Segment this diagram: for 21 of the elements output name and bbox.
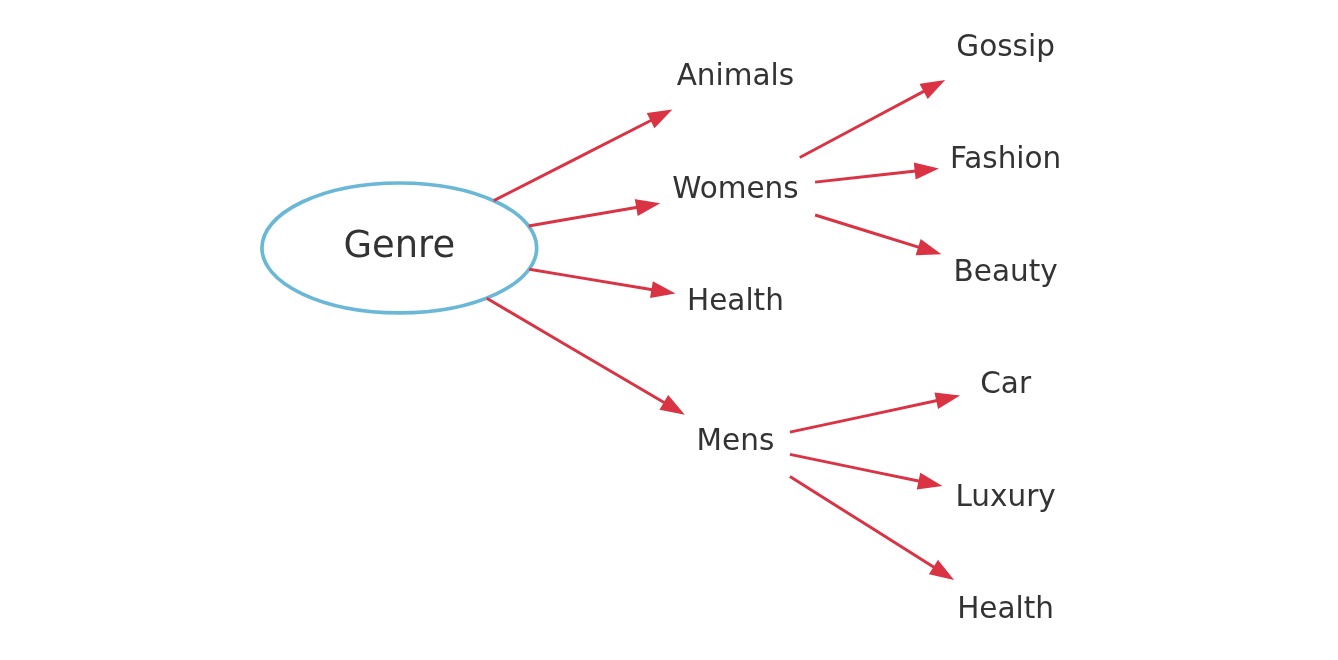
node-text: Gossip (955, 28, 1055, 63)
arrow (788, 475, 954, 580)
arrow (485, 297, 685, 415)
arrow (528, 199, 660, 228)
node-text: Health (956, 591, 1054, 626)
arrow (528, 267, 675, 298)
node-ellipse: Genre (259, 181, 539, 315)
node-text: Animals (676, 58, 794, 93)
arrow (814, 213, 941, 256)
arrow (492, 109, 672, 202)
arrow (789, 452, 942, 490)
node-text: Car (979, 366, 1031, 401)
node-text: Womens (671, 170, 799, 205)
node-text: Mens (696, 423, 774, 458)
arrow (789, 392, 960, 434)
arrow (814, 162, 939, 184)
node-text: Health (686, 283, 784, 318)
node-text: Luxury (954, 478, 1056, 513)
arrow (798, 79, 945, 159)
node-text: Fashion (949, 141, 1061, 176)
node-text: Beauty (953, 253, 1058, 288)
